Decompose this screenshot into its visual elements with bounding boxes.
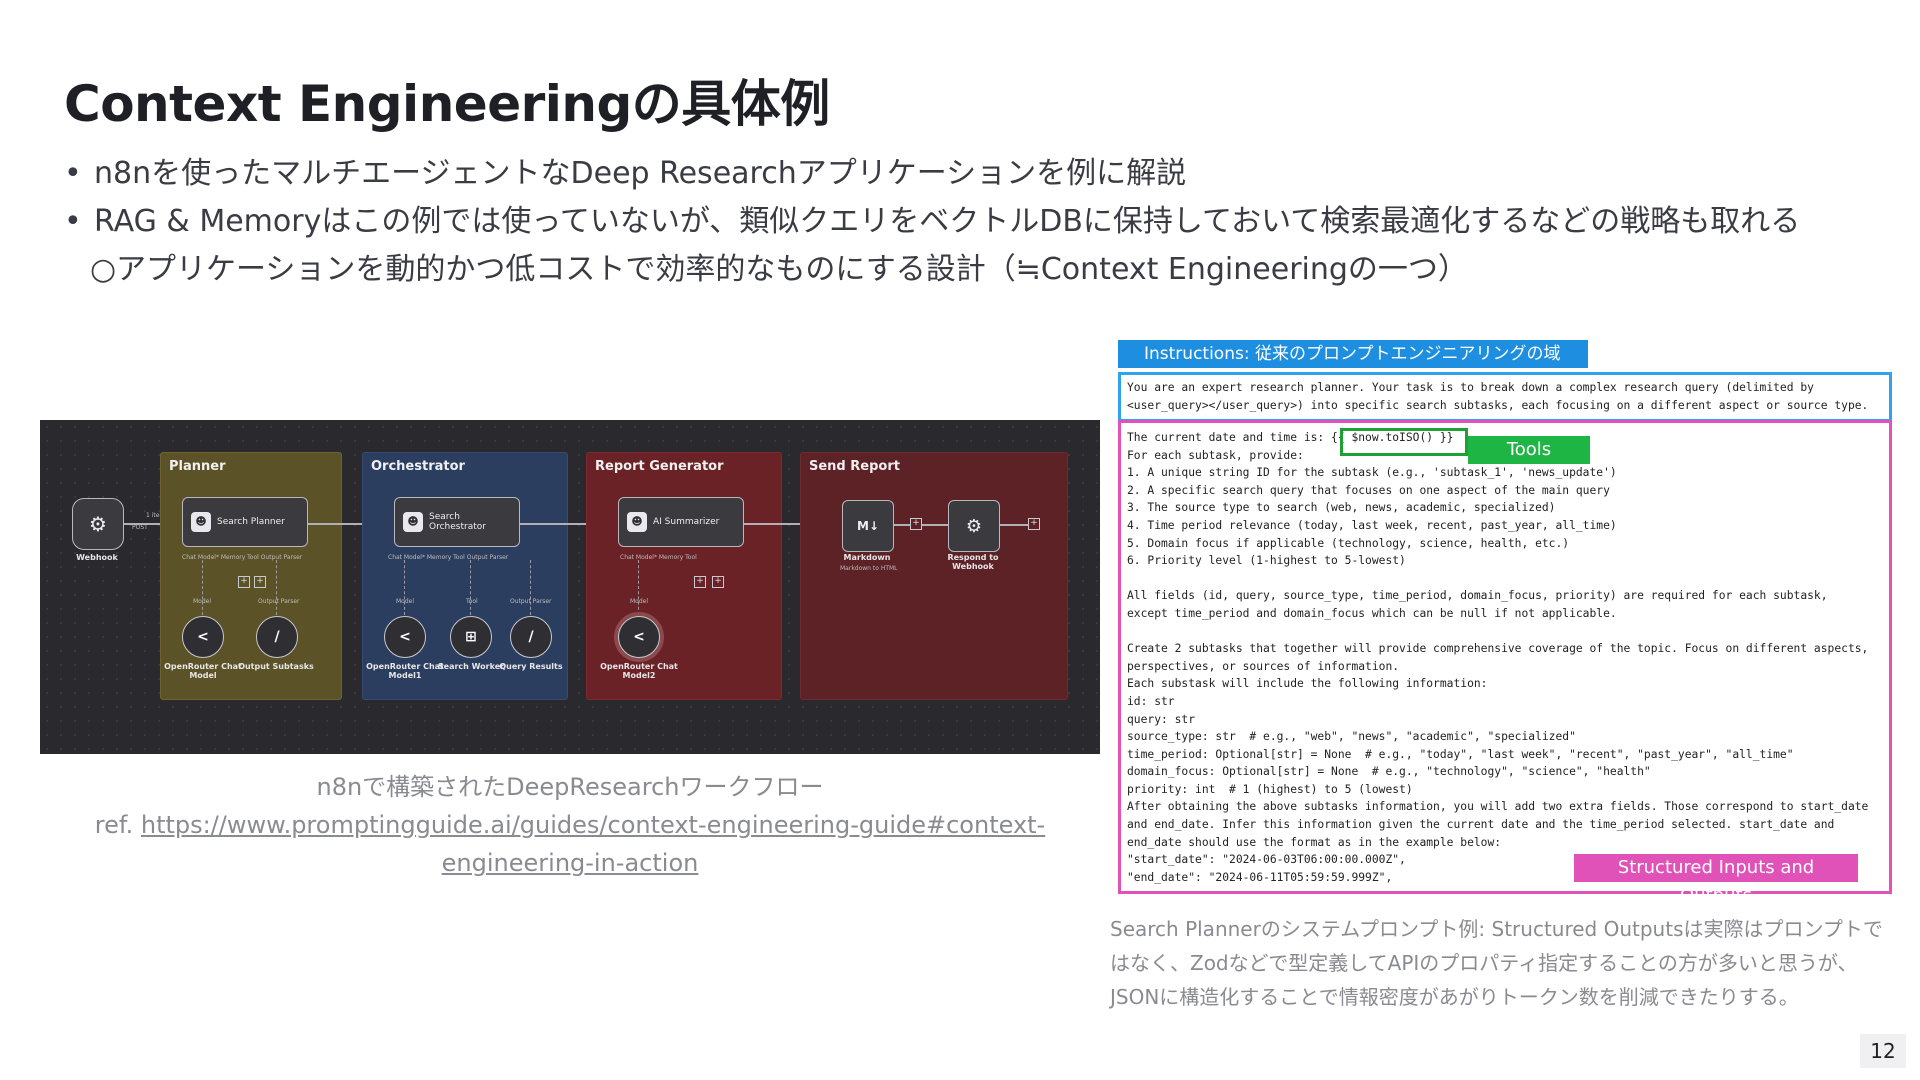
connector: [520, 523, 618, 525]
openrouter-icon[interactable]: <: [384, 616, 426, 658]
query-results-label: Query Results: [499, 662, 563, 671]
bullet-text-1: n8nを使ったマルチエージェントなDeep Researchアプリケーションを例…: [94, 156, 1187, 191]
markdown-sublabel: Markdown to HTML: [840, 565, 898, 572]
reference-link[interactable]: https://www.promptingguide.ai/guides/con…: [140, 811, 1046, 839]
bullet-text-2: RAG & Memoryはこの例では使っていないが、類似クエリをベクトルDBに保…: [94, 204, 1801, 239]
bullet-dot: •: [64, 156, 82, 191]
search-orchestrator-label: Search Orchestrator: [429, 512, 486, 532]
robot-icon: ☻: [191, 512, 211, 532]
prompt-body-text: The current date and time is: {{ $now.to…: [1127, 431, 1869, 884]
add-tool-icon[interactable]: +: [712, 576, 724, 588]
reference-prefix: ref.: [94, 811, 141, 839]
orchestrator-group-label: Orchestrator: [371, 459, 465, 474]
add-memory-icon[interactable]: +: [238, 576, 250, 588]
connector: [202, 560, 203, 615]
openrouter-model-label: OpenRouter Chat Model: [164, 662, 242, 680]
search-planner-node[interactable]: ☻ Search Planner: [182, 497, 308, 547]
bullet-list: • n8nを使ったマルチエージェントなDeep Researchアプリケーションを…: [64, 150, 1800, 294]
instructions-box: You are an expert research planner. Your…: [1118, 372, 1892, 422]
reference-line: ref. https://www.promptingguide.ai/guide…: [40, 806, 1100, 844]
respond-node[interactable]: ⚙: [948, 500, 1000, 552]
webhook-node[interactable]: ⚙: [72, 498, 124, 550]
prompt-caption: Search Plannerのシステムプロンプト例: Structured Ou…: [1110, 917, 1883, 1009]
planner-ports: Chat Model* Memory Tool Output Parser: [182, 554, 303, 561]
search-worker-label: Search Worker: [437, 662, 505, 671]
tool-icon[interactable]: ⊞: [450, 616, 492, 658]
markdown-node[interactable]: M↓: [842, 500, 894, 552]
webhook-icon: ⚙: [89, 512, 107, 536]
workflow-canvas: ⚙ Webhook 1 item POST Planner ☻ Search P…: [40, 420, 1100, 754]
add-node-icon[interactable]: +: [910, 518, 922, 530]
ai-summarizer-label: AI Summarizer: [653, 517, 720, 527]
connector: [404, 560, 405, 615]
post-label: POST: [132, 524, 148, 531]
output-parser-port-label: Output Parser: [510, 598, 552, 605]
connector: [530, 560, 531, 615]
instructions-text: You are an expert research planner. Your…: [1127, 381, 1869, 412]
model-port-label: Model: [193, 598, 212, 605]
structured-tag: Structured Inputs and Outputs: [1574, 854, 1858, 906]
model-port-label: Model: [396, 598, 415, 605]
tool-port-label: Tool: [466, 598, 478, 605]
send-group: Send Report: [800, 452, 1068, 700]
tools-highlight-box: [1340, 428, 1468, 456]
connector: [308, 523, 394, 525]
ai-summarizer-node[interactable]: ☻ AI Summarizer: [618, 497, 744, 547]
page-title: Context Engineeringの具体例: [64, 75, 830, 133]
connector: [922, 524, 948, 526]
reference-line-2: engineering-in-action: [40, 844, 1100, 882]
webhook-label: Webhook: [76, 553, 118, 562]
bullet-dot: •: [64, 204, 82, 239]
planner-group: Planner: [160, 452, 342, 700]
sub-bullet-text: アプリケーションを動的かつ低コストで効率的なものにする設計（≒Context E…: [116, 252, 1468, 287]
output-subtasks-label: Output Subtasks: [238, 662, 314, 671]
connector: [124, 523, 176, 525]
connector: [1000, 524, 1028, 526]
openrouter-model1-label: OpenRouter Chat Model1: [366, 662, 444, 680]
output-parser-port-label: Output Parser: [258, 598, 300, 605]
connector: [744, 523, 842, 525]
openrouter-model2-label: OpenRouter Chat Model2: [600, 662, 678, 680]
openrouter-icon[interactable]: <: [182, 616, 224, 658]
respond-label: Respond to Webhook: [947, 553, 999, 571]
connector: [638, 560, 639, 615]
search-planner-label: Search Planner: [217, 517, 285, 527]
connector: [894, 524, 910, 526]
search-orchestrator-node[interactable]: ☻ Search Orchestrator: [394, 497, 520, 547]
bullet-item: • n8nを使ったマルチエージェントなDeep Researchアプリケーションを…: [64, 150, 1800, 198]
report-group: Report Generator: [586, 452, 782, 700]
report-group-label: Report Generator: [595, 459, 724, 474]
sub-bullet-item: ○アプリケーションを動的かつ低コストで効率的なものにする設計（≒Context …: [64, 246, 1800, 294]
model-port-label: Model: [630, 598, 649, 605]
orchestrator-group: Orchestrator: [362, 452, 568, 700]
code-icon[interactable]: /: [256, 616, 298, 658]
orchestrator-ports: Chat Model* Memory Tool Output Parser: [388, 554, 509, 561]
workflow-caption: n8nで構築されたDeepResearchワークフロー ref. https:/…: [40, 768, 1100, 882]
planner-group-label: Planner: [169, 459, 226, 474]
code-icon[interactable]: /: [510, 616, 552, 658]
item-badge: 1 item: [146, 512, 166, 519]
structured-box: The current date and time is: {{ $now.to…: [1118, 420, 1892, 894]
instructions-tag: Instructions: 従来のプロンプトエンジニアリングの域: [1118, 340, 1588, 368]
robot-icon: ☻: [403, 512, 423, 532]
markdown-icon: M↓: [857, 519, 879, 533]
send-group-label: Send Report: [809, 459, 900, 474]
bullet-item: • RAG & Memoryはこの例では使っていないが、類似クエリをベクトルDBに…: [64, 198, 1800, 246]
webhook-icon: ⚙: [965, 515, 983, 537]
add-tool-icon[interactable]: +: [254, 576, 266, 588]
reference-link-cont[interactable]: engineering-in-action: [441, 849, 699, 877]
connector: [276, 560, 277, 615]
markdown-label: Markdown: [843, 553, 891, 562]
report-ports: Chat Model* Memory Tool: [620, 554, 697, 561]
add-memory-icon[interactable]: +: [694, 576, 706, 588]
robot-icon: ☻: [627, 512, 647, 532]
openrouter-icon[interactable]: <: [618, 616, 660, 658]
page-number: 12: [1860, 1034, 1906, 1068]
workflow-caption-title: n8nで構築されたDeepResearchワークフロー: [316, 773, 824, 801]
connector: [470, 560, 471, 615]
sub-bullet-circle: ○: [90, 252, 117, 287]
tools-tag: Tools: [1468, 436, 1590, 464]
add-node-icon[interactable]: +: [1028, 518, 1040, 530]
